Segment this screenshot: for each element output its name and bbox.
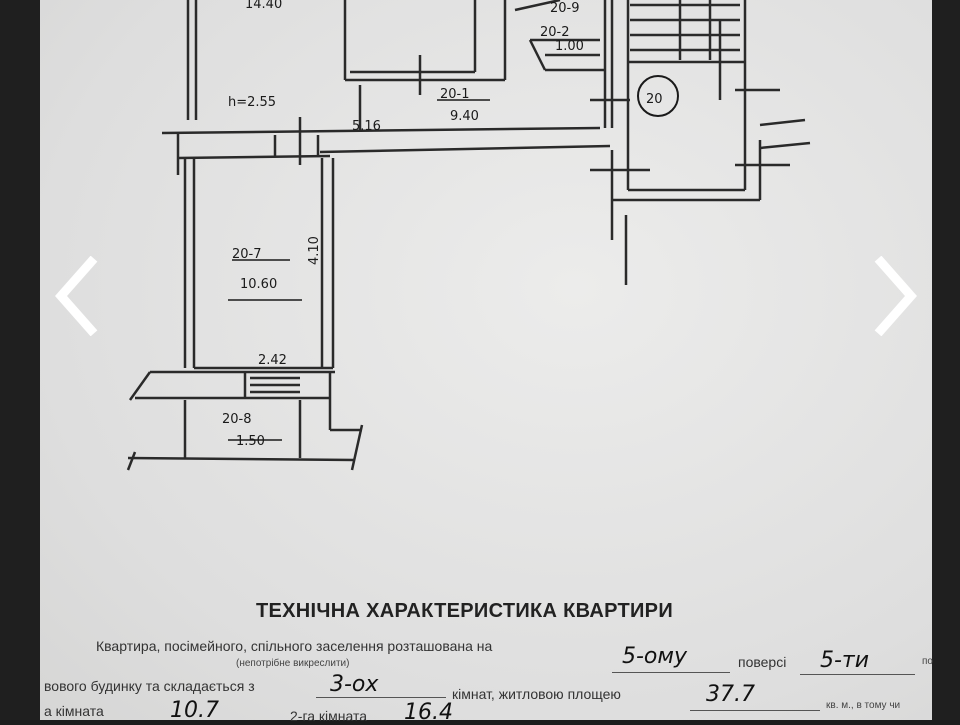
- form-rooms-underline: [316, 697, 446, 698]
- form-area-value: 37.7: [706, 682, 755, 707]
- form-note: (непотрібне викреслити): [236, 658, 350, 669]
- plan-label-circle-number: 20: [646, 92, 663, 107]
- form-room1-value: 10.7: [170, 698, 219, 723]
- plan-label-room7-code: 20-7: [232, 247, 262, 262]
- plan-label-room7-dim: 4.10: [307, 236, 322, 265]
- form-floor-word: поверсі: [738, 654, 787, 670]
- plan-label-room1-code: 20-1: [440, 87, 470, 102]
- form-floors-underline: [800, 674, 915, 675]
- form-rooms-value: 3-ох: [330, 672, 379, 697]
- form-floor-value: 5-ому: [622, 644, 688, 669]
- plan-label-stair-top: 20-9: [550, 1, 580, 16]
- form-area-underline: [690, 710, 820, 711]
- form-floors-value: 5-ти: [820, 648, 870, 673]
- plan-circle-marker: [637, 75, 679, 117]
- plan-label-height: h=2.55: [228, 95, 276, 110]
- plan-label-room7-area: 10.60: [240, 277, 277, 292]
- viewer-frame-left: [0, 0, 40, 720]
- plan-label-room1-area: 9.40: [450, 109, 479, 124]
- plan-label-corridor-area: 5.16: [352, 119, 381, 134]
- form-line3-room1-label: а кімната: [44, 703, 104, 719]
- plan-label-stair-code: 20-2: [540, 25, 570, 40]
- previous-image-button[interactable]: [46, 256, 106, 336]
- form-line2-end: кв. м., в тому чи: [826, 700, 901, 711]
- plan-label-room8-code: 20-8: [222, 412, 252, 427]
- chevron-left-icon: [54, 256, 98, 336]
- form-heading: ТЕХНІЧНА ХАРАКТЕРИСТИКА КВАРТИРИ: [256, 600, 674, 622]
- form-line3-room2-label: 2-га кімната: [290, 708, 368, 724]
- form-line1-cut: по: [922, 656, 933, 667]
- viewer-frame-right: [932, 0, 960, 720]
- next-image-button[interactable]: [866, 256, 926, 336]
- form-floor-underline: [612, 672, 730, 673]
- plan-label-width-dim: 2.42: [258, 353, 287, 368]
- form-line2-mid: кімнат, житловою площею: [452, 686, 621, 702]
- form-line2-start: вового будинку та складається з: [44, 678, 255, 694]
- plan-label-room8-area: 1.50: [236, 434, 265, 449]
- plan-label-top-area: 14.40: [245, 0, 282, 12]
- plan-label-stair-area: 1.00: [555, 39, 584, 54]
- form-room2-value: 16.4: [404, 700, 453, 725]
- form-line1-text: Квартира, посімейного, спільного заселен…: [96, 638, 493, 654]
- chevron-right-icon: [874, 256, 918, 336]
